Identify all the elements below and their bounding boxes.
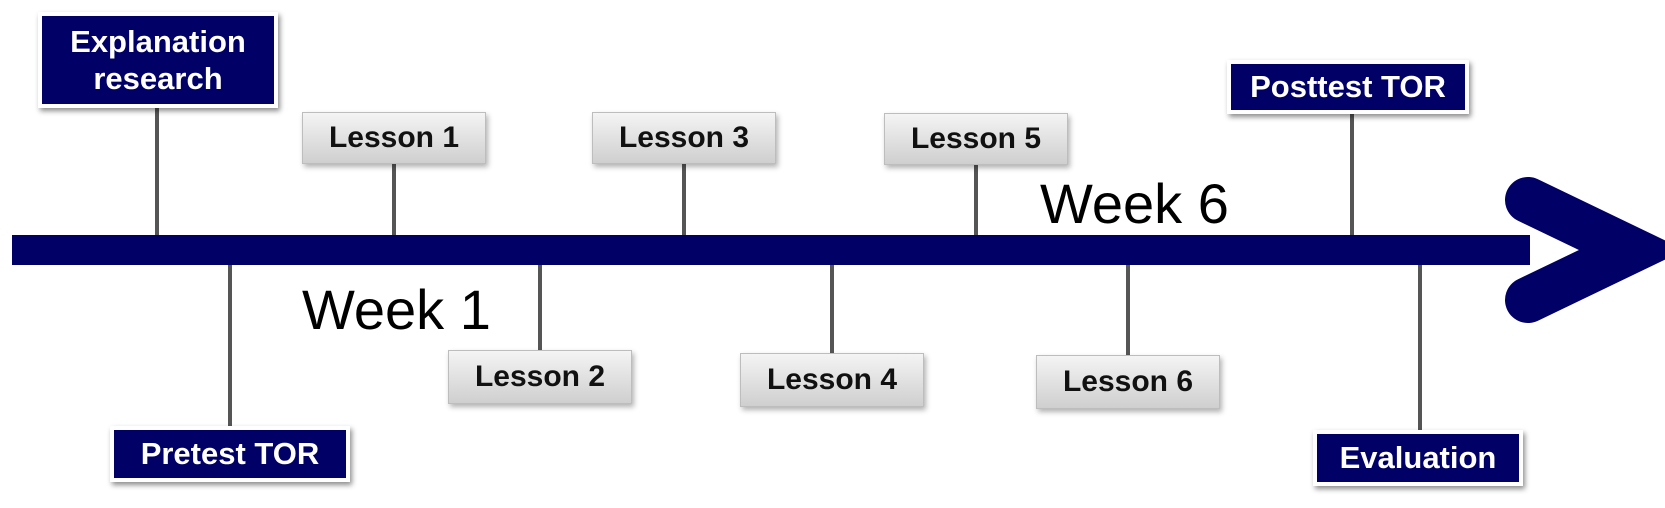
lesson-6-box: Lesson 6 bbox=[1036, 355, 1220, 409]
posttest-tor-box: Posttest TOR bbox=[1227, 60, 1469, 114]
lesson-2-box: Lesson 2 bbox=[448, 350, 632, 404]
lesson-5-box: Lesson 5 bbox=[884, 113, 1068, 165]
lesson-1-box: Lesson 1 bbox=[302, 112, 486, 164]
week-6-label: Week 6 bbox=[1040, 172, 1229, 235]
timeline-arrow bbox=[12, 235, 1530, 265]
evaluation-box: Evaluation bbox=[1313, 430, 1523, 486]
pretest-tor-box: Pretest TOR bbox=[110, 426, 350, 482]
lesson-3-box: Lesson 3 bbox=[592, 112, 776, 164]
timeline-arrowhead bbox=[1505, 177, 1665, 323]
lesson-4-box: Lesson 4 bbox=[740, 353, 924, 407]
week-1-label: Week 1 bbox=[302, 278, 491, 341]
explanation-research-box: Explanation research bbox=[38, 12, 278, 108]
